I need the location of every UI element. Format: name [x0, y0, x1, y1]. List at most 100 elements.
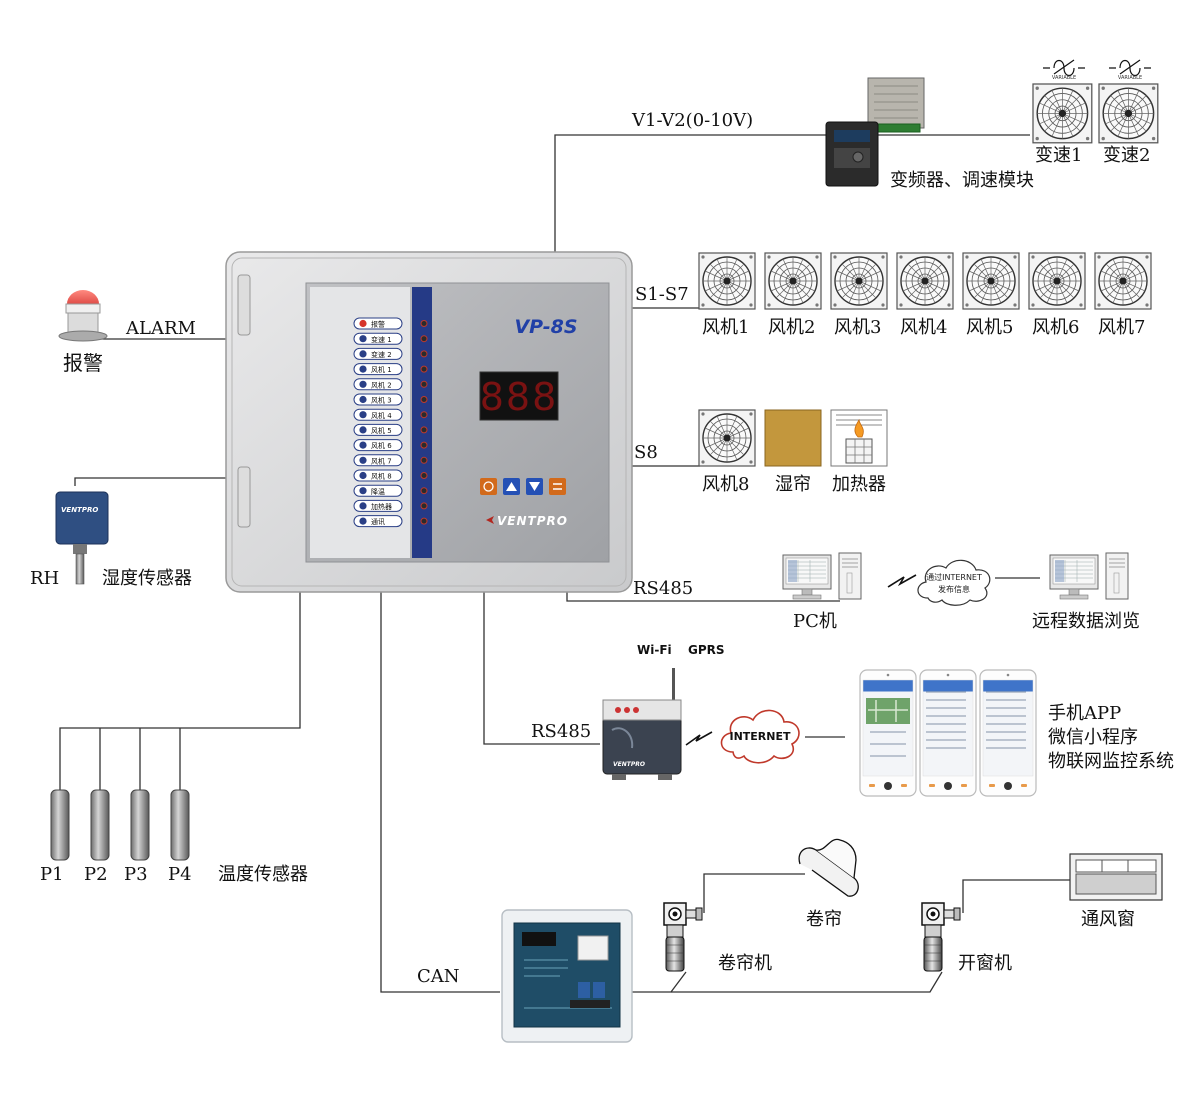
fan-button: [480, 478, 497, 495]
indicator-led: [420, 411, 428, 419]
remote-pc-icon: [1049, 552, 1129, 600]
indicator-label: 风机 2: [371, 380, 392, 389]
indicator-icon: [359, 456, 367, 464]
wet-pad-label: 湿帘: [775, 474, 811, 495]
fan-4-icon: [896, 252, 954, 310]
probe-p4-label: P4: [168, 864, 192, 885]
indicator-row: 风机 8: [353, 469, 428, 482]
gprs-label: GPRS: [688, 643, 725, 657]
indicator-row: 风机 1: [353, 363, 428, 376]
phone-3-icon: [979, 669, 1037, 797]
vent-window-caption: 通风窗: [1081, 909, 1135, 930]
indicator-led: [420, 517, 428, 525]
fan-3-label: 风机3: [834, 317, 882, 338]
indicator-row: 风机 3: [353, 393, 428, 406]
indicator-label: 风机 1: [371, 365, 392, 374]
indicator-led: [420, 365, 428, 373]
rh-caption: 湿度传感器: [102, 568, 192, 589]
gateway-icon: VENTPRO: [602, 668, 682, 780]
mobile-line-2: 微信小程序: [1048, 727, 1138, 748]
indicator-label: 加热器: [371, 502, 392, 511]
indicator-led: [420, 380, 428, 388]
rs485-gateway-wire: [483, 578, 600, 745]
fan-6-icon: [1028, 252, 1086, 310]
indicator-icon: [359, 380, 367, 388]
variable-wire: [554, 134, 1030, 260]
indicator-icon: [359, 487, 367, 495]
alarm-caption: 报警: [63, 351, 103, 375]
indicator-icon: [359, 502, 367, 510]
cloud-text-2: 发布信息: [938, 584, 970, 594]
wet-pad-icon: [764, 409, 822, 467]
svg-text:VENTPRO: VENTPRO: [61, 506, 98, 514]
temp-caption: 温度传感器: [218, 864, 308, 885]
fan-5-icon: [962, 252, 1020, 310]
fan-2-label: 风机2: [768, 317, 816, 338]
model-label: VP-8S: [514, 316, 577, 338]
variable-tag-2: VARIABLE: [1118, 75, 1142, 81]
fan-5-label: 风机5: [966, 317, 1014, 338]
indicator-icon: [359, 517, 367, 525]
indicator-row: 通讯: [353, 515, 428, 528]
indicator-row: 风机 4: [353, 408, 428, 421]
probe-p1-label: P1: [40, 864, 64, 885]
fan-2-icon: [764, 252, 822, 310]
variable-fan-2-label: 变速2: [1103, 145, 1151, 166]
inverter-icon: [825, 77, 925, 187]
fan-1-label: 风机1: [702, 317, 750, 338]
can-wire: [380, 588, 500, 993]
indicator-icon: [359, 350, 367, 358]
indicator-row: 风机 7: [353, 454, 428, 467]
s8-devices: [698, 409, 888, 467]
curtain-caption: 卷帘: [806, 909, 842, 930]
temp-probe-wire: [59, 592, 301, 740]
variable-speed-fans: VARIABLE VARIABLE: [1032, 59, 1159, 144]
indicator-label: 风机 7: [371, 456, 392, 465]
curtain-icon: [798, 838, 859, 897]
fan-row-s1-s7: [698, 252, 1152, 310]
lightning-icon-gateway: [685, 731, 713, 746]
indicator-icon: [359, 441, 367, 449]
curtain-wire: [703, 873, 805, 913]
probe-p3-label: P3: [124, 864, 148, 885]
pc-icon: [782, 552, 862, 600]
variable-fan-2-icon: [1098, 83, 1159, 144]
alarm-light-icon: [58, 290, 108, 342]
fan-3-icon: [830, 252, 888, 310]
indicator-label: 变速 1: [371, 335, 392, 344]
brand-label: VENTPRO: [497, 514, 568, 528]
fan-7-label: 风机7: [1098, 317, 1146, 338]
indicator-led: [420, 350, 428, 358]
curtain-motor-icon: [663, 902, 703, 972]
indicator-led: [420, 441, 428, 449]
indicator-row: 风机 2: [353, 378, 428, 391]
indicator-led: [420, 396, 428, 403]
indicator-led: [420, 456, 428, 464]
rs485-gateway-label: RS485: [531, 721, 592, 742]
phone-2-icon: [919, 669, 977, 797]
heater-icon: [830, 409, 888, 467]
mobile-line-3: 物联网监控系统: [1048, 751, 1174, 772]
indicator-icon: [359, 365, 367, 373]
alarm-line-label: ALARM: [126, 318, 196, 339]
window-wire: [962, 879, 1070, 913]
mobile-line-1: 手机APP: [1048, 703, 1122, 724]
variable-line-label: V1-V2(0-10V): [632, 110, 754, 131]
indicator-icon: [359, 319, 367, 328]
indicator-row: 变速 2: [353, 347, 428, 360]
can-line-label: CAN: [417, 966, 460, 987]
fan-6-label: 风机6: [1032, 317, 1080, 338]
curtain-motor-caption: 卷帘机: [718, 953, 772, 974]
indicator-led: [420, 502, 428, 510]
indicator-row: 风机 6: [353, 439, 428, 452]
remote-caption: 远程数据浏览: [1032, 611, 1140, 632]
can-to-window-motor: [671, 971, 943, 993]
wifi-label: Wi-Fi: [637, 643, 672, 657]
indicator-row: 报警: [353, 317, 428, 330]
indicator-label: 通讯: [371, 517, 385, 526]
indicator-icon: [359, 335, 367, 343]
indicator-label: 风机 6: [371, 441, 392, 450]
indicator-led: [420, 472, 428, 479]
variable-fan-1-label: 变速1: [1035, 145, 1083, 166]
